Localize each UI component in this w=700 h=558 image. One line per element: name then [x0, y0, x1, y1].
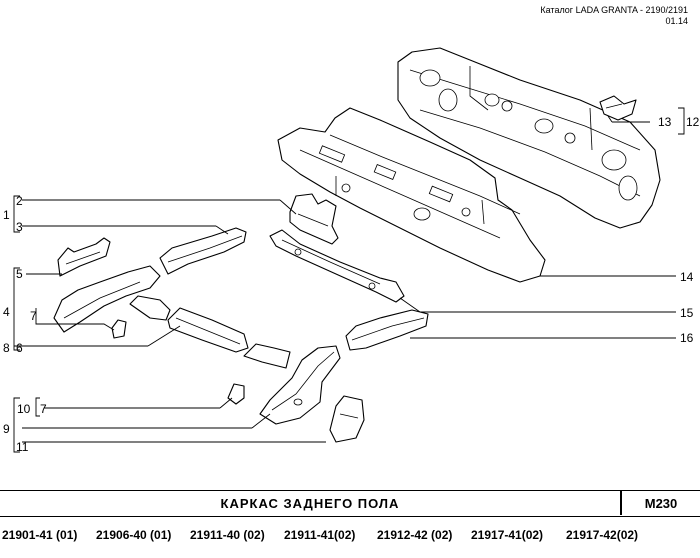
callout-13: 13	[658, 115, 672, 129]
cross-member-15-part	[269, 229, 405, 303]
catalog-date: 01.14	[665, 16, 688, 26]
catalog-header: Каталог LADA GRANTA - 2190/2191 01.14	[540, 5, 688, 27]
callout-16: 16	[680, 331, 694, 345]
bracket-2-part	[289, 193, 339, 245]
bracket-13-part	[599, 95, 637, 121]
callout-1: 1	[3, 208, 10, 222]
clip-7a-part	[111, 319, 127, 339]
callout-lines	[13, 107, 685, 453]
side-member-9-part	[259, 345, 341, 425]
cross-panel-part	[277, 107, 546, 283]
callout-5: 5	[16, 267, 23, 281]
model-code: 21917-41(02)	[471, 528, 544, 542]
parts-diagram: 1 2 3 4 5 6 7 8 9 10 7 11 12 13 14 15 16	[3, 47, 700, 454]
callout-7b: 7	[40, 402, 47, 416]
rail-3-part	[159, 227, 247, 275]
model-code: 21901-41 (01)	[2, 528, 78, 542]
callout-3: 3	[16, 220, 23, 234]
page-code: M230	[644, 496, 678, 511]
bracket-8-end-part	[243, 343, 291, 369]
title-divider	[620, 491, 622, 515]
rear-panel-part	[397, 47, 661, 229]
callout-7a: 7	[30, 309, 37, 323]
callout-15: 15	[680, 306, 694, 320]
page-title: КАРКАС ЗАДНЕГО ПОЛА	[220, 496, 400, 511]
title-block: КАРКАС ЗАДНЕГО ПОЛА M230	[0, 490, 700, 517]
callout-8: 8	[3, 341, 10, 355]
model-list: 21901-41 (01) 21906-40 (01) 21911-40 (02…	[0, 528, 700, 548]
model-code: 21917-42(02)	[566, 528, 639, 542]
model-code: 21911-41(02)	[284, 528, 356, 542]
callout-14: 14	[680, 270, 694, 284]
model-code: 21912-42 (02)	[377, 528, 453, 542]
clip-7b-part	[227, 383, 245, 405]
model-code: 21911-40 (02)	[190, 528, 265, 542]
model-code: 21906-40 (01)	[96, 528, 172, 542]
side-member-4-part	[53, 265, 161, 333]
rail-8-part	[167, 307, 249, 353]
rail-16-part	[345, 309, 429, 351]
catalog-title: Каталог LADA GRANTA - 2190/2191	[540, 5, 688, 15]
callout-9: 9	[3, 422, 10, 436]
bracket-11-part	[329, 395, 365, 443]
bracket-6-part	[129, 295, 171, 321]
callout-2: 2	[16, 194, 23, 208]
callout-6: 6	[16, 341, 23, 355]
callout-12: 12	[686, 115, 700, 129]
callout-numbers: 1 2 3 4 5 6 7 8 9 10 7 11 12 13 14 15 16	[3, 115, 700, 454]
callout-10: 10	[17, 402, 31, 416]
callout-4: 4	[3, 305, 10, 319]
callout-11: 11	[16, 440, 29, 454]
bracket-5-part	[57, 237, 111, 277]
